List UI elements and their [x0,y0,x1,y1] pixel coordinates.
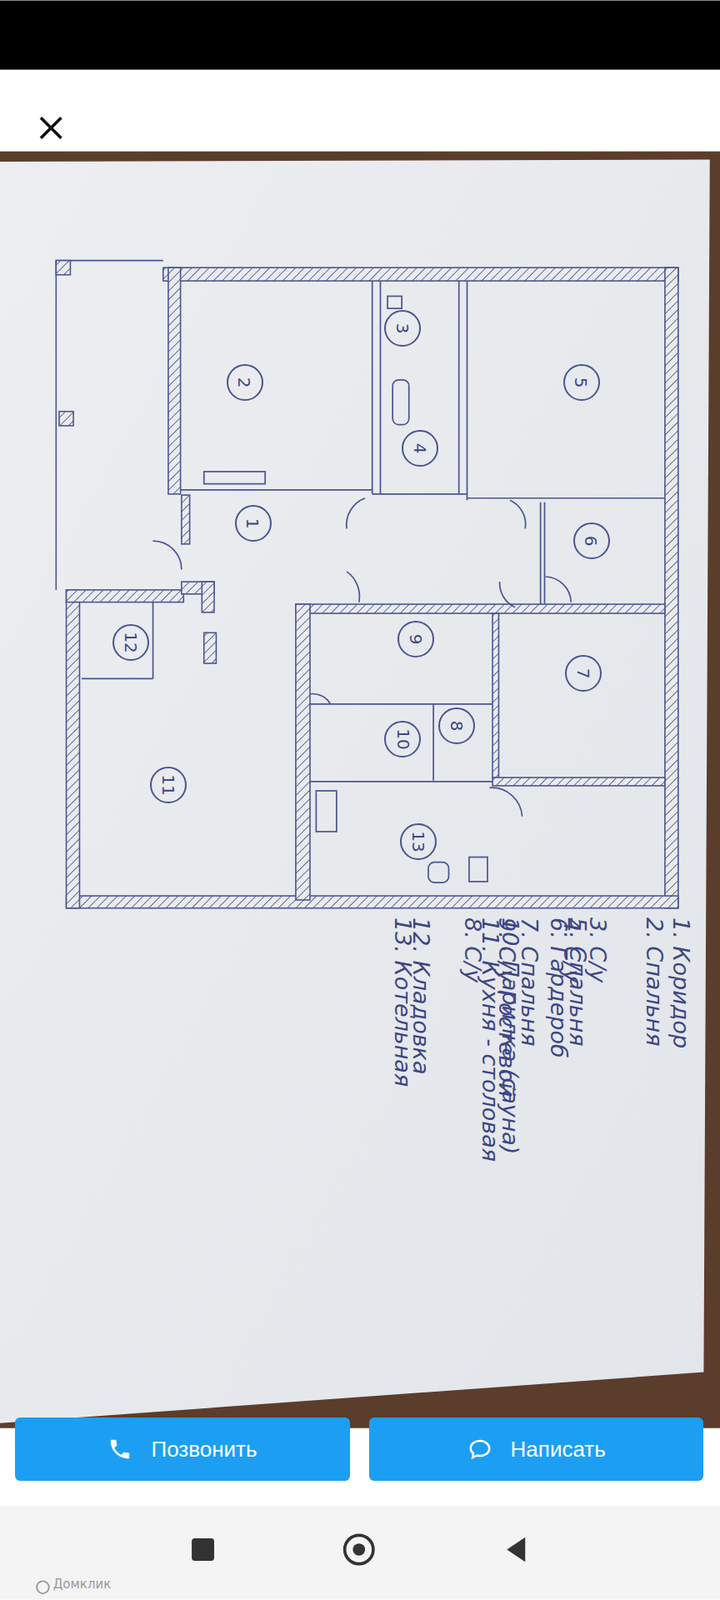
room-number: 3 [394,323,411,335]
chat-icon [467,1436,493,1462]
room-number: 4 [411,443,429,455]
room-number-circle: 13 [400,823,437,860]
room-number: 6 [583,535,600,546]
room-number-circle: 7 [565,655,602,692]
legend-line: 11. Кухня - столовая [479,917,502,1162]
room-number: 2 [236,377,254,389]
room-number-circle: 2 [226,364,264,401]
legend-line: 2. Спальня [643,917,666,1046]
room-number-circle: 11 [150,766,187,804]
watermark: Домклик [53,1578,112,1591]
action-button: Позвонить [15,1417,350,1481]
room-number: 10 [394,729,411,750]
room-number: 12 [122,631,140,653]
room-number-circle: 12 [112,624,150,661]
button-label: Написать [510,1436,606,1463]
legend-line: 6. Гардероб [547,917,570,1059]
button-label: Позвонить [150,1436,257,1463]
phone-icon [107,1436,133,1462]
legend-line: 10. Парилка (сауна) [499,917,522,1155]
legend-line: 13. Котельная [391,917,415,1087]
room-number-circle: 5 [563,364,600,401]
legend-line: 5. Спальня [566,917,590,1046]
room-number-circle: 1 [235,505,272,542]
room-number-circle: 6 [573,522,610,560]
action-button: Написать [369,1417,704,1481]
room-number: 1 [244,517,261,529]
legend-line: 3. С/у [586,917,610,983]
room-number: 13 [410,830,427,852]
room-number: 9 [407,634,425,645]
legend-line: 1. Коридор [670,917,693,1049]
room-number: 8 [448,720,465,732]
room-number: 7 [575,667,592,679]
room-number: 5 [573,377,590,389]
room-number: 11 [160,775,177,796]
